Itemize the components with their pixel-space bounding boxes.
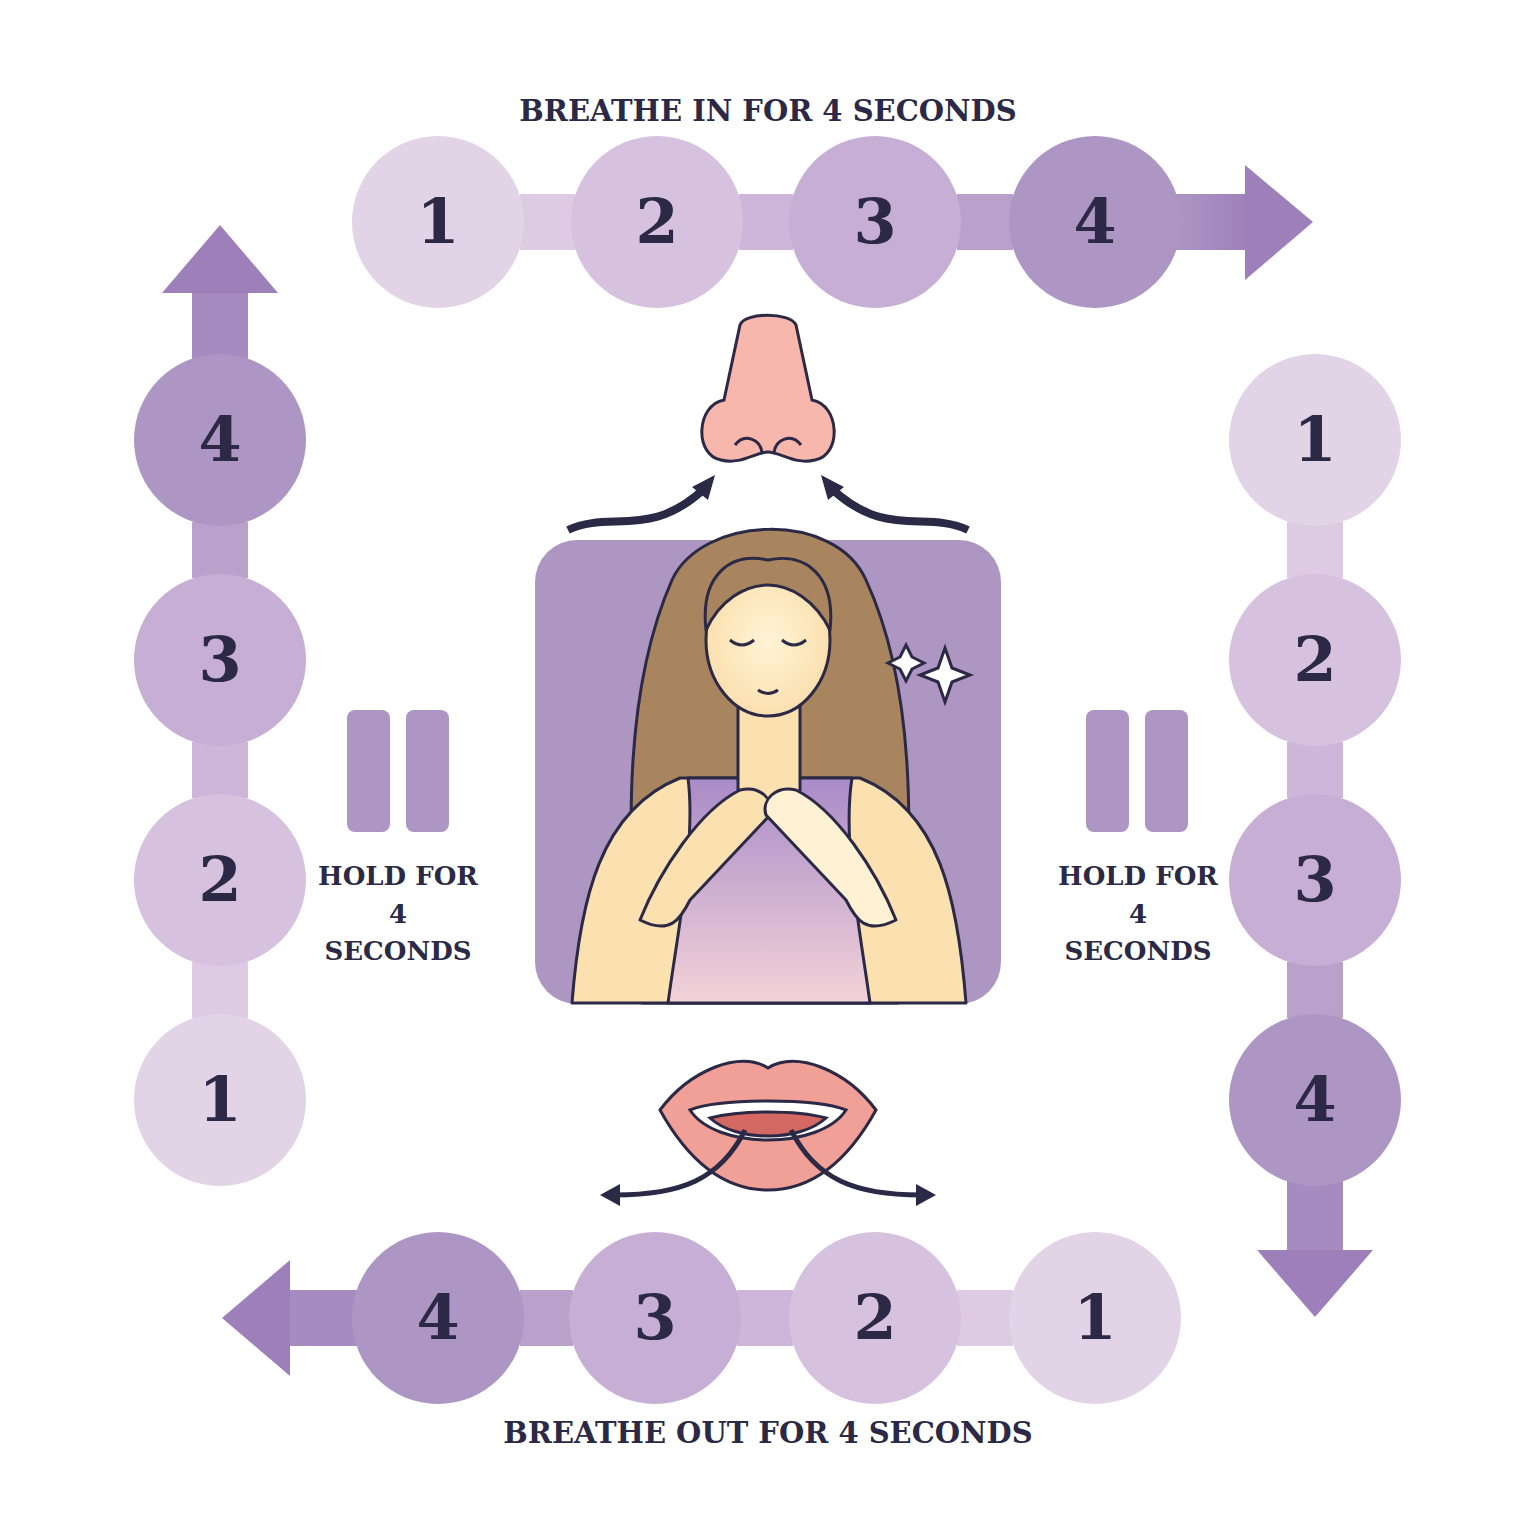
nose	[702, 315, 834, 461]
inhale-arrow	[568, 488, 968, 530]
pause-icon	[1086, 710, 1188, 832]
exhale-arrow	[615, 1130, 921, 1195]
count-number: 2	[853, 1287, 896, 1349]
count-number: 2	[635, 191, 678, 253]
connector-bar	[957, 1290, 1013, 1346]
count-circle: 3	[789, 136, 961, 308]
arrow-head	[222, 1260, 290, 1376]
count-circle: 1	[134, 1014, 306, 1186]
sparkle	[888, 645, 970, 702]
count-circle: 3	[1229, 794, 1401, 966]
count-circle: 4	[352, 1232, 524, 1404]
woman-figure	[572, 529, 966, 1003]
count-number: 3	[853, 191, 896, 253]
mouth	[660, 1061, 876, 1190]
arrow-shaft	[286, 1290, 361, 1346]
phase-heading: BREATHE OUT FOR 4 SECONDS	[318, 1412, 1218, 1454]
inhale-arrow-head	[692, 475, 844, 500]
connector-bar	[737, 1290, 793, 1346]
arrow-shaft	[1175, 194, 1250, 250]
arrow-head	[1257, 1250, 1373, 1317]
connector-bar	[192, 962, 248, 1018]
count-circle: 4	[1009, 136, 1181, 308]
arrow-shaft	[192, 288, 248, 363]
count-circle: 1	[352, 136, 524, 308]
pause-icon	[347, 710, 449, 832]
hold-label: HOLD FOR 4 SECONDS	[1054, 858, 1222, 971]
count-circle: 3	[134, 574, 306, 746]
count-circle: 2	[571, 136, 743, 308]
phase-heading: BREATHE IN FOR 4 SECONDS	[318, 90, 1218, 132]
count-number: 3	[1293, 849, 1336, 911]
count-number: 4	[416, 1287, 459, 1349]
count-number: 1	[198, 1069, 241, 1131]
count-number: 4	[198, 409, 241, 471]
connector-bar	[520, 194, 575, 250]
flow-arrows	[162, 165, 1373, 1376]
count-circle: 1	[1229, 354, 1401, 526]
count-circle: 4	[1229, 1014, 1401, 1186]
connector-bar	[520, 1290, 573, 1346]
hold-label: HOLD FOR 4 SECONDS	[314, 858, 482, 971]
exhale-arrow-head	[600, 1184, 936, 1206]
count-number: 1	[1073, 1287, 1116, 1349]
connector-bar	[957, 194, 1013, 250]
background-panel	[535, 540, 1001, 1004]
count-circle: 2	[134, 794, 306, 966]
arrow-head	[162, 225, 278, 293]
connector-bar	[1287, 522, 1343, 578]
count-number: 1	[416, 191, 459, 253]
count-number: 2	[1293, 629, 1336, 691]
count-circle: 3	[569, 1232, 741, 1404]
connector-bar	[1287, 962, 1343, 1018]
count-number: 3	[198, 629, 241, 691]
count-circle: 4	[134, 354, 306, 526]
count-circle: 2	[789, 1232, 961, 1404]
connector-bar	[1287, 742, 1343, 798]
arrow-head	[1245, 165, 1313, 280]
connector-bar	[192, 742, 248, 798]
count-number: 1	[1293, 409, 1336, 471]
count-circle: 2	[1229, 574, 1401, 746]
connector-bar	[192, 522, 248, 578]
connector-bar	[739, 194, 793, 250]
count-number: 2	[198, 849, 241, 911]
count-number: 4	[1073, 191, 1116, 253]
count-number: 3	[633, 1287, 676, 1349]
count-circle: 1	[1009, 1232, 1181, 1404]
count-number: 4	[1293, 1069, 1336, 1131]
arrow-shaft	[1287, 1180, 1343, 1255]
